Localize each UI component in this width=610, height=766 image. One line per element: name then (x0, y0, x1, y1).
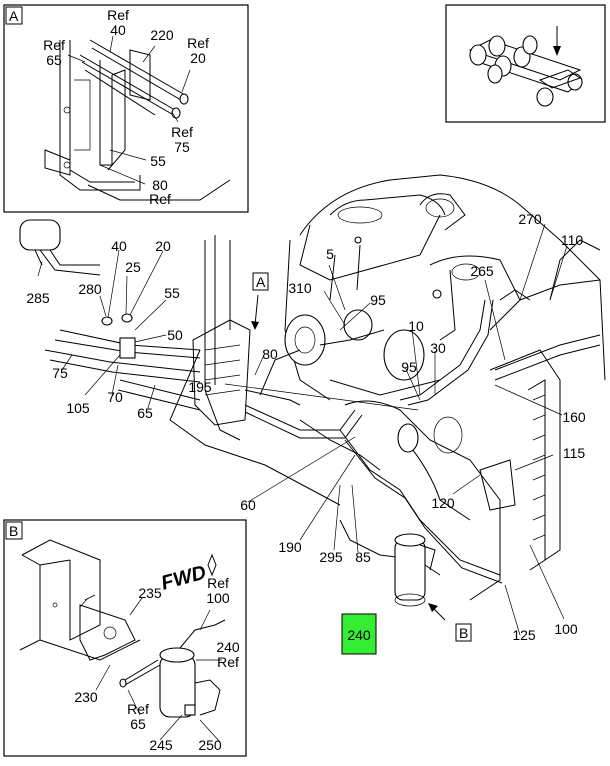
part-label-125: 125 (512, 627, 536, 643)
inset-b-frame (19, 539, 141, 661)
main-view: A B 240 285 40 20 25 280 55 50 75 105 70… (19, 174, 606, 655)
clamp-50 (119, 337, 136, 359)
inset-b-tag: B (9, 523, 18, 539)
part-label-40: 40 (111, 238, 127, 254)
inset-b-drier (119, 619, 226, 718)
inset-b-part245: 245 (149, 737, 173, 753)
highlight-part-240[interactable] (341, 613, 377, 655)
inset-a-ref: Ref (149, 191, 171, 207)
locator-view (445, 4, 606, 123)
part-label-100: 100 (554, 621, 578, 637)
part-label-95-upper: 95 (370, 292, 386, 308)
inset-a-tag: A (9, 8, 19, 24)
part-label-20: 20 (155, 238, 171, 254)
refrigerant-lines (44, 289, 531, 607)
locator-truck-chassis (468, 35, 583, 107)
part-label-160: 160 (562, 409, 586, 425)
o-ring-280 (101, 316, 113, 326)
view-b-marker: B (459, 625, 468, 641)
inset-b-part240: 240 (216, 639, 240, 655)
part-label-270: 270 (518, 211, 542, 227)
part-label-190: 190 (278, 539, 302, 555)
part-label-30: 30 (430, 340, 446, 356)
inset-a-frame-rail (44, 40, 231, 201)
part-label-75: 75 (52, 365, 68, 381)
part-label-95-lower: 95 (401, 359, 417, 375)
frame-rail (192, 235, 301, 441)
part-label-295: 295 (319, 549, 343, 565)
fitting-285 (19, 219, 101, 276)
part-label-50: 50 (167, 327, 183, 343)
inset-a-part80: 80 (152, 177, 168, 193)
part-label-85: 85 (355, 549, 371, 565)
part-label-65: 65 (137, 405, 153, 421)
part-label-280: 280 (78, 281, 102, 297)
part-label-60: 60 (240, 497, 256, 513)
part-label-55: 55 (164, 285, 180, 301)
inset-b-part235: 235 (138, 585, 162, 601)
part-label-265: 265 (470, 263, 494, 279)
part-label-10: 10 (408, 318, 424, 334)
inset-a-part55: 55 (150, 153, 166, 169)
view-a-marker: A (256, 274, 266, 290)
part-label-105: 105 (66, 400, 90, 416)
part-label-285: 285 (26, 290, 50, 306)
part-label-120: 120 (431, 495, 455, 511)
part-label-25: 25 (125, 259, 141, 275)
inset-b-part230: 230 (74, 689, 98, 705)
part-label-5: 5 (326, 246, 334, 262)
part-label-115: 115 (563, 445, 586, 461)
inset-b-ref-under-240: Ref (217, 654, 239, 670)
inset-b-part250: 250 (198, 737, 222, 753)
part-label-240-highlight[interactable]: 240 (347, 627, 371, 643)
part-label-195: 195 (188, 379, 212, 395)
inset-a-part220: 220 (150, 27, 174, 43)
fwd-arrow-icon (207, 553, 217, 577)
engine-block (169, 174, 606, 601)
o-ring-25 (121, 313, 133, 323)
locator-arrowhead (553, 46, 561, 56)
part-label-80: 80 (262, 346, 278, 362)
part-label-310: 310 (288, 280, 312, 296)
part-label-70: 70 (107, 389, 123, 405)
part-label-110: 110 (561, 232, 584, 248)
